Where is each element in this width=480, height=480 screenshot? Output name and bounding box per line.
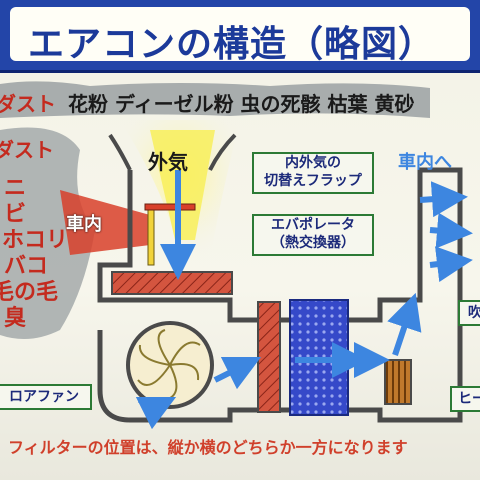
indoor-dust-cloud bbox=[0, 127, 95, 339]
heater-label: ヒー bbox=[450, 386, 480, 412]
outdoor-dust-cloud bbox=[0, 81, 430, 118]
cabin-filter bbox=[257, 301, 281, 413]
intake-filter bbox=[111, 271, 233, 295]
indoor-dust-item: 毛の毛 bbox=[0, 280, 59, 305]
outdoor-dust-label: ダスト bbox=[0, 92, 56, 116]
flap-label-box: 内外気の 切替えフラップ bbox=[252, 152, 374, 194]
evaporator-label-box: エバポレータ （熱交換器） bbox=[252, 214, 374, 256]
flap-label-line2: 切替えフラップ bbox=[264, 173, 362, 189]
indoor-dust-item: ニ bbox=[4, 176, 27, 201]
flap-label-line1: 内外気の bbox=[285, 155, 341, 171]
evaporator-label-line2: （熱交換器） bbox=[271, 235, 355, 251]
indoor-dust-item: 臭 bbox=[4, 306, 27, 331]
title-panel: エアコンの構造（略図） bbox=[10, 7, 470, 65]
vent-label: 吹 bbox=[458, 300, 480, 326]
switch-flap bbox=[147, 204, 155, 266]
fan-blades bbox=[137, 329, 201, 401]
title-bar: エアコンの構造（略図） bbox=[0, 0, 480, 73]
footnote: フィルターの位置は、縦か横のどちらか一方になります bbox=[8, 438, 408, 457]
outdoor-dust-items: 花粉 ディーゼル粉 虫の死骸 枯葉 黄砂 bbox=[68, 92, 415, 116]
airflow-arrows bbox=[135, 170, 473, 430]
heater-core bbox=[384, 359, 412, 405]
page-title: エアコンの構造（略図） bbox=[28, 24, 436, 65]
outside-air-label: 外気 bbox=[148, 150, 188, 174]
evaporator-label-line1: エバポレータ bbox=[271, 217, 355, 233]
to-cabin-label: 車内へ bbox=[398, 152, 452, 173]
cabin-air-label: 車内 bbox=[66, 214, 102, 235]
indoor-dust-item: ホコリ bbox=[2, 228, 69, 253]
indoor-dust-label: ダスト bbox=[0, 138, 54, 162]
indoor-dust-item: ビ bbox=[4, 202, 27, 227]
indoor-dust-item: バコ bbox=[4, 254, 49, 279]
blower-fan-label: ロアファン bbox=[0, 384, 92, 410]
